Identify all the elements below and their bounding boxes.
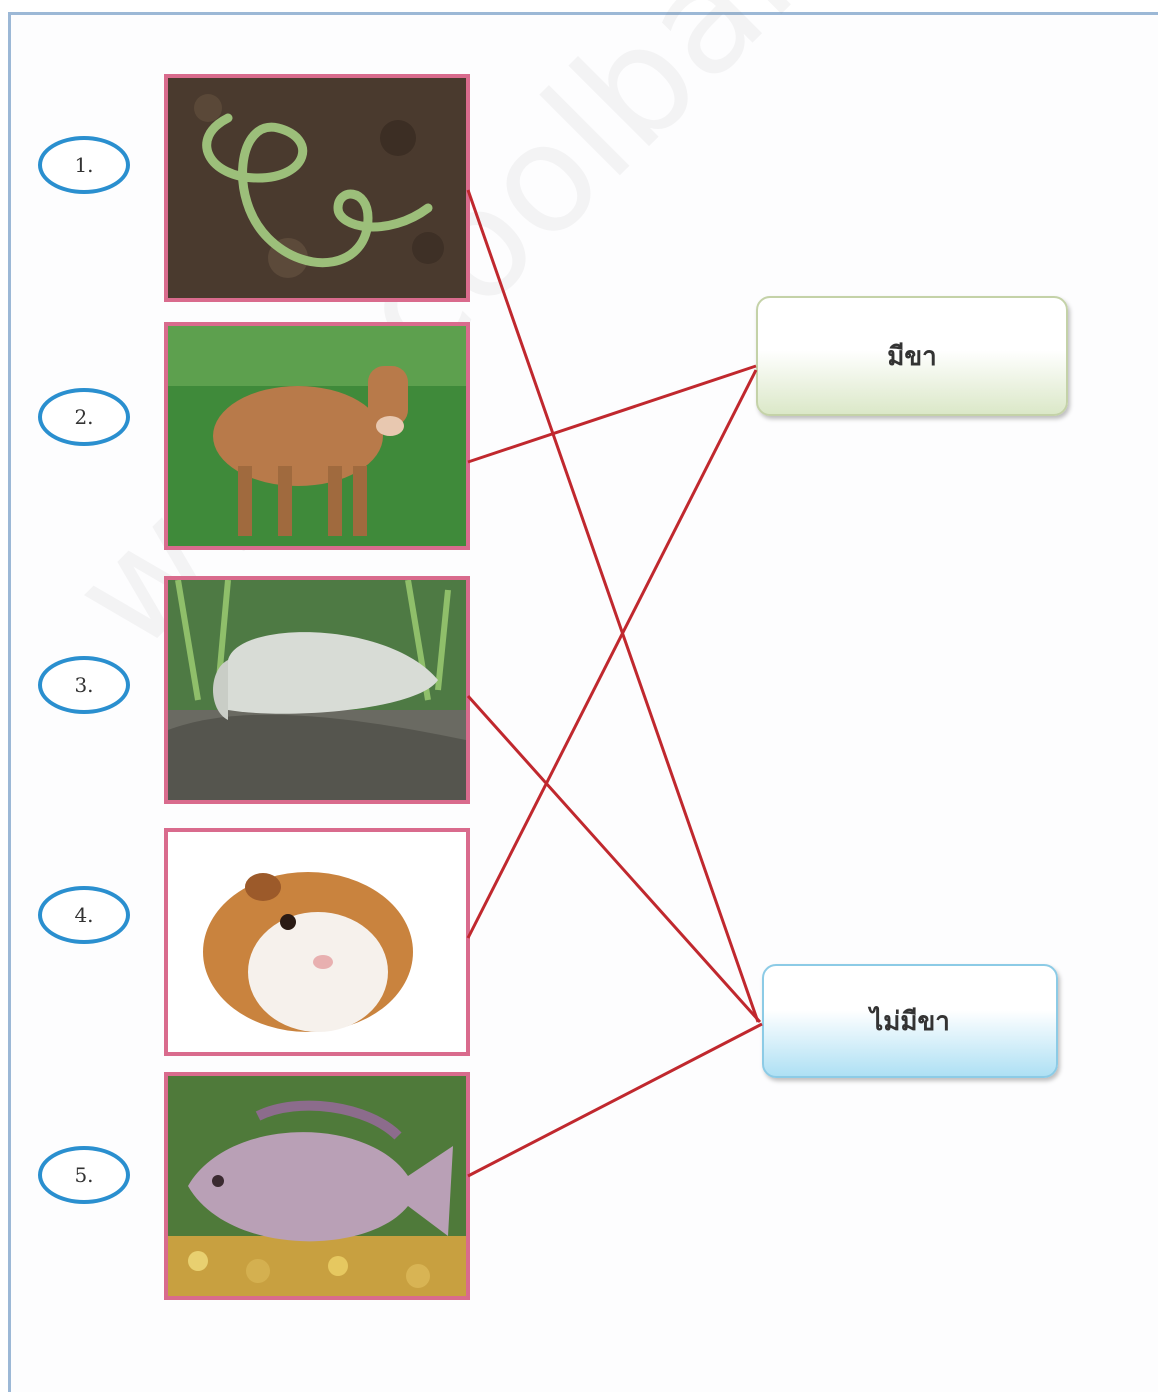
fish-photo[interactable] (164, 1072, 470, 1300)
line-1-to-no-legs (466, 189, 760, 1023)
line-3-to-no-legs (466, 694, 762, 1024)
item-number-4: 4. (38, 886, 130, 944)
cow-photo[interactable] (164, 322, 470, 550)
item-number-5: 5. (38, 1146, 130, 1204)
item-number-3: 3. (38, 656, 130, 714)
line-2-to-has-legs (467, 364, 757, 464)
snake-photo[interactable] (164, 74, 470, 302)
has-legs-box[interactable]: มีขา (756, 296, 1068, 416)
no-legs-box[interactable]: ไม่มีขา (762, 964, 1058, 1078)
snail-photo[interactable] (164, 576, 470, 804)
item-number-1: 1. (38, 136, 130, 194)
guinea-pig-photo[interactable] (164, 828, 470, 1056)
line-5-to-no-legs (467, 1022, 763, 1178)
item-number-2: 2. (38, 388, 130, 446)
line-4-to-has-legs (466, 369, 758, 939)
